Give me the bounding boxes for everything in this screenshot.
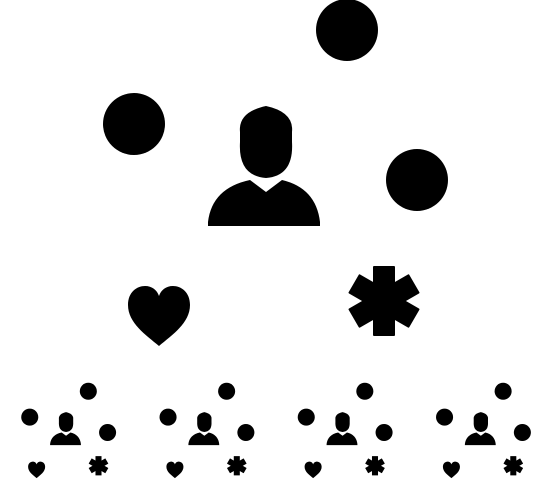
blue-variant xyxy=(436,382,531,479)
green-variant xyxy=(297,382,393,479)
icon-variants-row xyxy=(21,382,531,479)
main-icon xyxy=(103,0,448,346)
gray-variant xyxy=(159,382,255,479)
black-variant xyxy=(21,382,117,479)
